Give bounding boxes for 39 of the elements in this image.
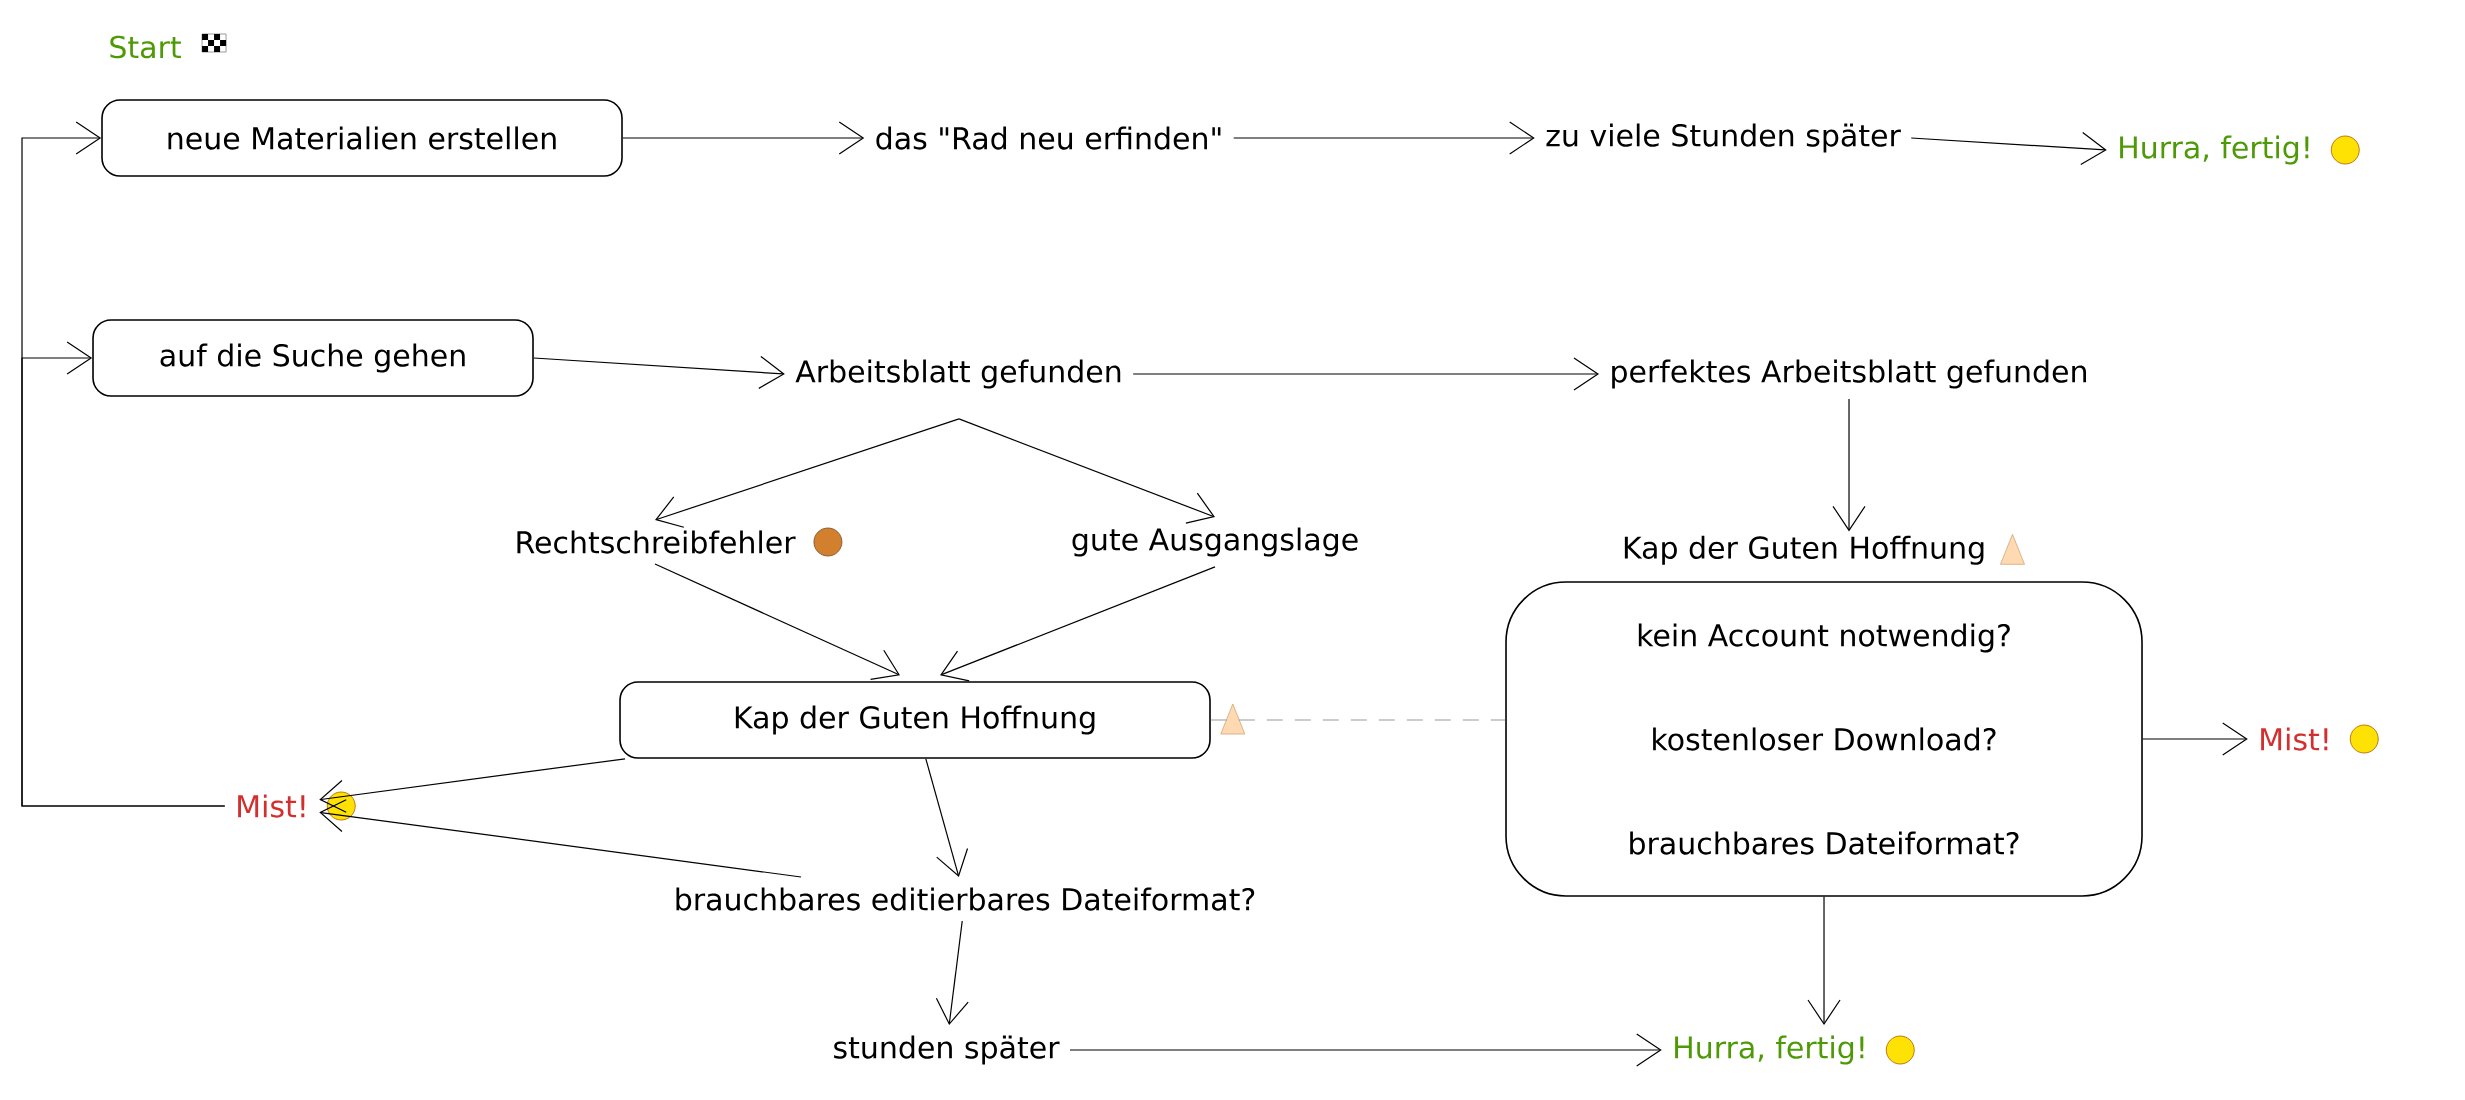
arrow xyxy=(940,566,1216,682)
process-box: auf die Suche gehen xyxy=(92,319,534,397)
step-text: Rechtschreibfehler xyxy=(517,530,796,554)
step-text: zu viele Stunden später xyxy=(1546,123,1901,153)
status-text: Mist! xyxy=(238,794,305,818)
node-label: kein Account notwendig? xyxy=(1638,623,2010,653)
start-label: Start xyxy=(110,35,181,59)
arrow xyxy=(958,418,1215,524)
arrow xyxy=(21,341,226,807)
arrow xyxy=(925,758,969,877)
node-label: brauchbares Dateiformat? xyxy=(1630,831,2019,855)
status-text: Mist! xyxy=(2261,727,2328,751)
step-text: Arbeitsblatt gefunden xyxy=(795,359,1121,389)
arrow xyxy=(2142,722,2248,756)
step-text: stunden später xyxy=(834,1035,1060,1065)
question-box: kein Account notwendig? kostenloser Download? brauchbares Dateiformat? xyxy=(1505,581,2143,897)
arrow xyxy=(1910,131,2107,166)
step-text: das "Rad neu erfinden" xyxy=(876,126,1221,150)
status-text: Hurra, fertig! xyxy=(2120,135,2309,165)
arrow xyxy=(1069,1033,1662,1067)
arrow xyxy=(1132,357,1600,391)
process-box: Kap der Guten Hoffnung xyxy=(619,681,1211,759)
arrow xyxy=(622,121,865,155)
step-text: perfektes Arbeitsblatt gefunden xyxy=(1612,359,2086,389)
node-label: kostenloser Download? xyxy=(1653,727,1996,751)
step-text: gute Ausgangslage xyxy=(1072,527,1358,557)
arrow xyxy=(319,758,626,813)
arrow xyxy=(1233,121,1535,155)
process-box: neue Materialien erstellen xyxy=(101,99,623,177)
box-heading: Kap der Guten Hoffnung xyxy=(1624,535,1984,565)
arrow xyxy=(654,563,900,680)
status-text: Hurra, fertig! xyxy=(1675,1035,1864,1065)
arrow xyxy=(319,799,802,878)
arrow xyxy=(935,920,969,1026)
arrow xyxy=(655,418,960,528)
arrow xyxy=(1832,398,1866,532)
step-text: brauchbares editierbares Dateiformat? xyxy=(676,887,1255,911)
arrow xyxy=(1807,896,1841,1026)
arrow xyxy=(533,355,785,389)
